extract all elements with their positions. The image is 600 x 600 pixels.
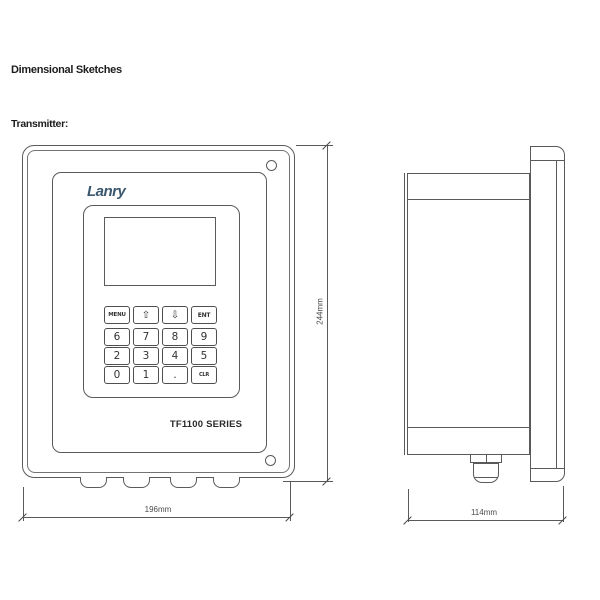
side-housing-left-edge-line [404, 173, 405, 455]
key-8: 8 [162, 328, 188, 346]
dim-height-ext-bottom [283, 481, 333, 482]
dim-height-ext-top [296, 145, 333, 146]
key-5: 5 [191, 347, 217, 365]
key-dot: . [162, 366, 188, 384]
key-menu: MENU [104, 306, 130, 324]
screw-top-right [266, 160, 277, 171]
key-7: 7 [133, 328, 159, 346]
screw-bottom-right [265, 455, 276, 466]
key-9: 9 [191, 328, 217, 346]
dim-width-ext-left [23, 487, 24, 521]
page-title: Dimensional Sketches [11, 64, 122, 76]
cable-gland-body [473, 463, 499, 483]
dim-width-label: 196mm [144, 505, 172, 514]
dim-height-line [327, 145, 328, 481]
up-arrow-key-icon: ⇧ [133, 306, 159, 324]
key-0: 0 [104, 366, 130, 384]
cable-gland-tab-4 [213, 477, 240, 488]
lcd-display [104, 217, 216, 286]
dim-depth-label: 114mm [470, 508, 498, 517]
cable-gland-tab-3 [170, 477, 197, 488]
key-1: 1 [133, 366, 159, 384]
key-2: 2 [104, 347, 130, 365]
cable-gland-nut-divider [486, 454, 487, 463]
dim-width-ext-right [290, 482, 291, 521]
side-bottom-flange-line [407, 427, 530, 428]
dim-depth-ext-right [563, 486, 564, 522]
cable-gland-tab-2 [123, 477, 150, 488]
side-housing-body [407, 173, 530, 455]
key-6: 6 [104, 328, 130, 346]
side-door-inner-line [556, 161, 557, 468]
key-3: 3 [133, 347, 159, 365]
side-door-strip [530, 146, 565, 482]
key-clr: CLR [191, 366, 217, 384]
cable-gland-seam-line [474, 477, 498, 478]
brand-logo: Lanry [87, 183, 126, 200]
section-label-transmitter: Transmitter: [11, 118, 69, 130]
dim-height-label: 244mm [315, 298, 325, 325]
model-label: TF1100 SERIES [169, 419, 243, 430]
side-door-top-seam-line [530, 160, 565, 161]
dim-width-line [23, 517, 290, 518]
key-4: 4 [162, 347, 188, 365]
key-ent: ENT [191, 306, 217, 324]
cable-gland-tab-1 [80, 477, 107, 488]
side-top-flange-line [407, 199, 530, 200]
dim-depth-ext-left [408, 489, 409, 522]
dim-depth-line [408, 520, 563, 521]
side-door-bottom-seam-line [530, 468, 565, 469]
enclosure-bevel-line [27, 150, 290, 473]
down-arrow-key-icon: ⇩ [162, 306, 188, 324]
